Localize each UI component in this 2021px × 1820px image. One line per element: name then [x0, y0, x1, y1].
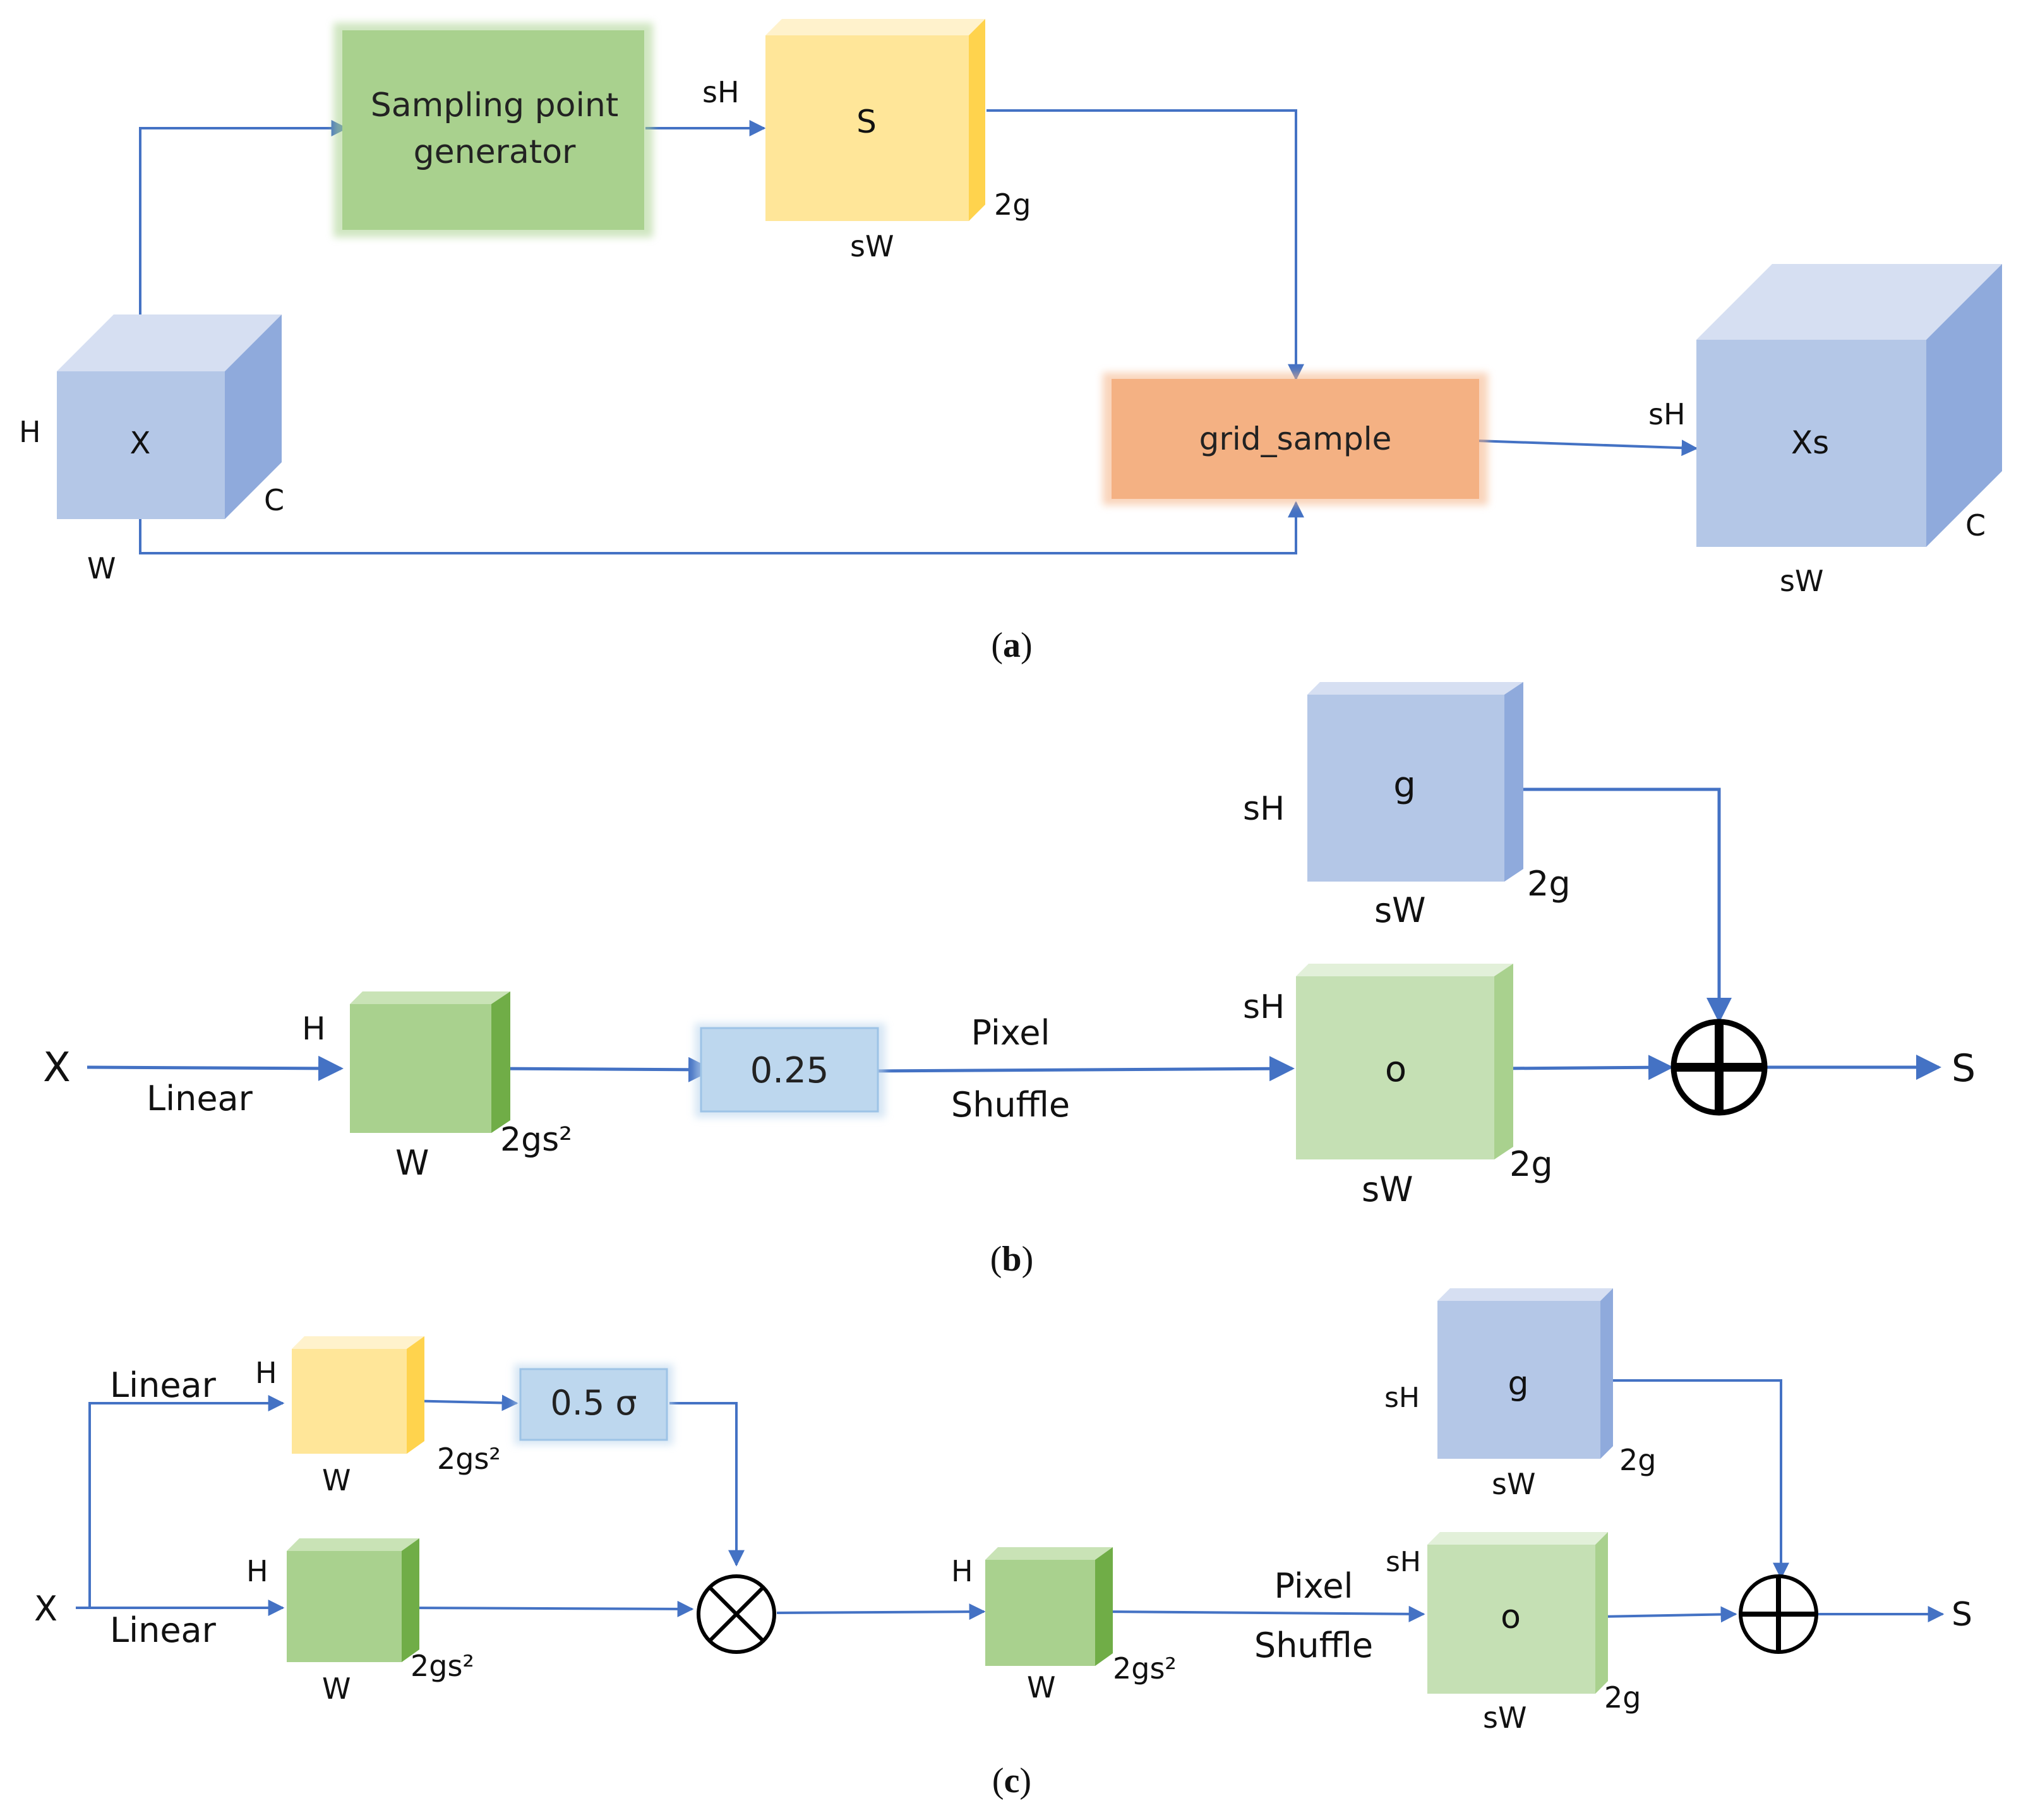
s-tensor: S sH sW 2g [702, 19, 1031, 263]
o-tensor-c-height-label: sH [1386, 1546, 1421, 1578]
generator-label-line2: generator [414, 133, 576, 171]
arrow-x-to-grid-sample [139, 501, 1304, 554]
s-tensor-height-label: sH [702, 75, 740, 109]
panel-b: X Linear H W 2gs² 0.25 Pixel Shuffle g s… [43, 682, 1976, 1279]
o-tensor-c-width-label: sW [1483, 1701, 1526, 1735]
arrow-grid-sample-to-xs [1477, 440, 1698, 457]
linear-bottom-label: Linear [110, 1610, 217, 1650]
g-tensor-c-height-label: sH [1384, 1382, 1420, 1414]
o-tensor-width-label: sW [1362, 1170, 1413, 1209]
grid-sample-label: grid_sample [1199, 421, 1392, 457]
o-tensor-depth-label: 2g [1509, 1144, 1553, 1184]
pixel-shuffle-c-line2: Shuffle [1254, 1625, 1373, 1665]
mid-tensor-width-label: W [1027, 1670, 1055, 1704]
sigma-op: 0.5 σ [514, 1364, 673, 1445]
input-cube-x: X H W C [19, 314, 284, 585]
arrow-mid-to-o [1098, 1605, 1425, 1622]
arrow-o-to-add [1496, 1055, 1674, 1081]
linear-tensor-depth-label: 2gs² [500, 1121, 572, 1159]
linear-top-label: Linear [110, 1365, 217, 1405]
input-cube-depth-label: C [264, 483, 284, 517]
arrow-x-to-generator [139, 120, 348, 374]
bottom-tensor-depth-label: 2gs² [411, 1649, 474, 1683]
multiply-op [697, 1574, 776, 1654]
panel-c: X Linear Linear H W 2gs² H W 2gs² 0.5 σ [34, 1288, 1972, 1800]
mid-tensor-height-label: H [951, 1554, 973, 1588]
scale-label: 0.25 [750, 1050, 829, 1091]
add-op-c [1739, 1574, 1818, 1654]
arrow-bottom-to-multiply [400, 1600, 694, 1617]
caption-c: (c) [992, 1761, 1031, 1800]
pixel-shuffle-line1: Pixel [971, 1013, 1050, 1053]
output-s-label-c: S [1952, 1596, 1972, 1634]
bottom-tensor-height-label: H [246, 1554, 268, 1588]
top-tensor-width-label: W [322, 1463, 351, 1497]
o-tensor-c-depth-label: 2g [1604, 1680, 1641, 1715]
output-cube-height-label: sH [1648, 397, 1686, 431]
linear-tensor-width-label: W [395, 1143, 429, 1183]
output-cube-depth-label: C [1965, 508, 1986, 542]
caption-b: (b) [990, 1240, 1033, 1279]
s-tensor-width-label: sW [850, 229, 894, 263]
top-tensor: H W 2gs² [255, 1336, 501, 1497]
grid-sample-op: grid_sample [1103, 373, 1488, 505]
generator-label-line1: Sampling point [371, 87, 619, 124]
arrow-s-to-grid-sample [987, 109, 1304, 381]
linear-tensor: H W 2gs² [302, 991, 572, 1183]
output-cube-center-label: Xs [1791, 424, 1829, 461]
o-tensor-height-label: sH [1243, 988, 1285, 1026]
output-s-label: S [1952, 1046, 1976, 1091]
arrow-multiply-to-mid [776, 1603, 986, 1620]
g-tensor-c-depth-label: 2g [1619, 1443, 1656, 1477]
o-tensor: o sH sW 2g [1243, 964, 1553, 1209]
arrow-sigma-to-multiply [669, 1402, 745, 1567]
input-cube-center-label: X [130, 426, 151, 461]
arrow-g-to-add [1504, 787, 1732, 1023]
g-tensor-c-center-label: g [1508, 1365, 1528, 1403]
linear-tensor-height-label: H [302, 1010, 326, 1047]
s-tensor-center-label: S [856, 104, 877, 140]
g-tensor-width-label: sW [1374, 890, 1426, 930]
top-tensor-height-label: H [255, 1356, 277, 1390]
sampling-point-generator: Sampling point generator [333, 23, 653, 237]
o-tensor-center-label: o [1385, 1049, 1406, 1090]
bottom-tensor: H W 2gs² [246, 1538, 474, 1706]
add-op-b [1670, 1019, 1768, 1116]
o-tensor-c-center-label: o [1501, 1598, 1521, 1636]
arrow-linear-to-scale [487, 1057, 714, 1082]
arrow-scale-to-o [871, 1056, 1295, 1082]
sigma-label: 0.5 σ [550, 1383, 637, 1423]
input-x-label-c: X [34, 1589, 57, 1629]
mid-tensor-depth-label: 2gs² [1113, 1651, 1177, 1685]
o-tensor-c: o sH sW 2g [1386, 1532, 1641, 1735]
arrow-o-to-add-c [1597, 1606, 1737, 1623]
scale-op: 0.25 [695, 1023, 885, 1118]
linear-label: Linear [147, 1079, 253, 1118]
arrow-x-to-top-tensor [76, 1395, 285, 1609]
top-tensor-depth-label: 2gs² [437, 1442, 501, 1476]
g-tensor-c-width-label: sW [1492, 1467, 1535, 1501]
input-x-label: X [43, 1045, 71, 1091]
arrow-x-to-linear-tensor [87, 1055, 344, 1081]
bottom-tensor-width-label: W [322, 1672, 351, 1706]
pixel-shuffle-line2: Shuffle [951, 1085, 1070, 1125]
arrow-g-to-add-c [1612, 1379, 1789, 1579]
s-tensor-depth-label: 2g [994, 188, 1031, 222]
pixel-shuffle-c-line1: Pixel [1274, 1566, 1353, 1606]
g-tensor-height-label: sH [1243, 790, 1285, 828]
output-cube-width-label: sW [1780, 564, 1823, 598]
g-tensor-center-label: g [1393, 765, 1416, 806]
input-cube-height-label: H [19, 415, 41, 449]
mid-tensor: H W 2gs² [951, 1547, 1177, 1704]
input-cube-width-label: W [87, 551, 116, 585]
output-cube-xs: Xs sH sW C [1648, 264, 2002, 598]
g-tensor-c: g sH sW 2g [1384, 1288, 1656, 1501]
caption-a: (a) [991, 626, 1032, 665]
panel-a: X H W C Sampling point generator S sH sW… [19, 19, 2002, 665]
g-tensor: g sH sW 2g [1243, 682, 1571, 930]
g-tensor-depth-label: 2g [1527, 864, 1571, 904]
